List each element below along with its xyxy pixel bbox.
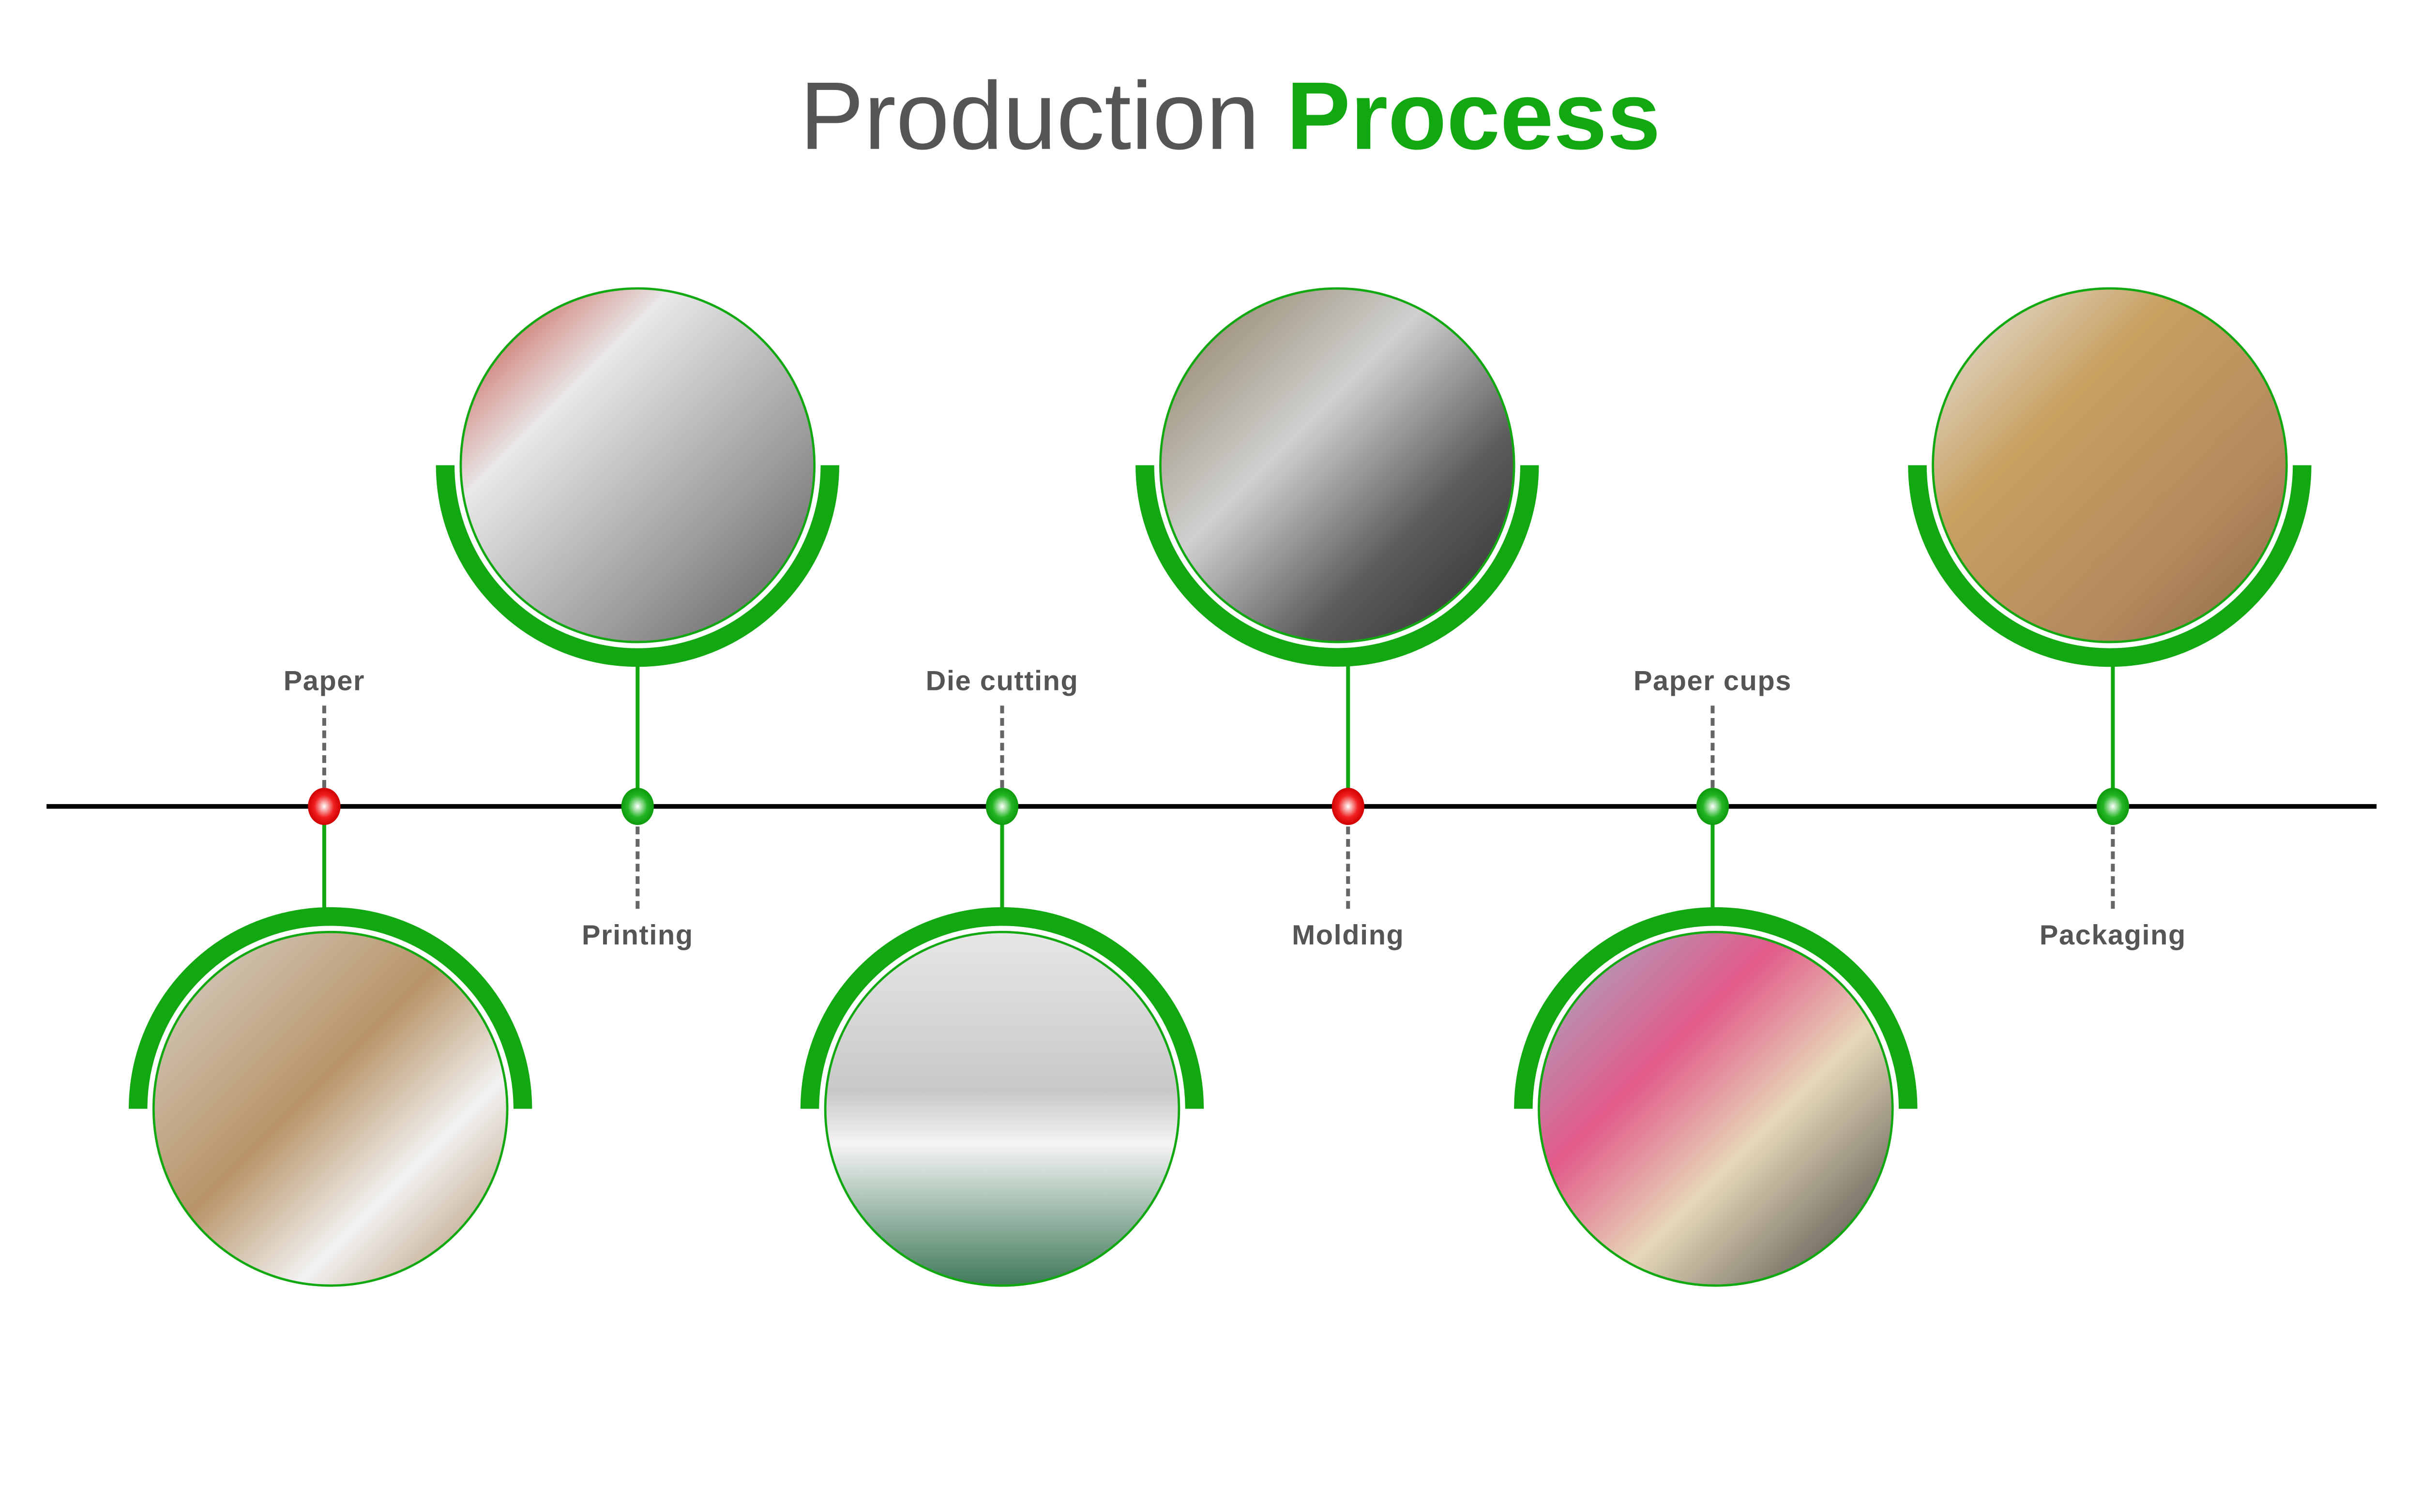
step-molding: Molding xyxy=(1135,287,1539,951)
step-die-cutting: Die cutting xyxy=(800,665,1204,1287)
green-arc xyxy=(436,465,839,667)
green-node-dot xyxy=(2096,788,2130,825)
step-paper-cups: Paper cups xyxy=(1514,665,1918,1287)
red-node-dot xyxy=(1331,788,1364,825)
photo-paper-rolls-warehouse xyxy=(152,930,509,1287)
green-arc xyxy=(129,907,532,1109)
step-label: Paper xyxy=(284,665,365,696)
step-label: Printing xyxy=(582,920,694,951)
green-node-dot xyxy=(621,788,654,825)
green-arc xyxy=(800,907,1204,1109)
step-label: Molding xyxy=(1292,920,1404,951)
green-node-dot xyxy=(985,788,1019,825)
green-arc xyxy=(1908,465,2312,667)
green-node-dot xyxy=(1696,788,1729,825)
step-label: Packaging xyxy=(2040,920,2186,951)
step-label: Paper cups xyxy=(1634,665,1792,696)
step-paper: Paper xyxy=(129,665,532,1287)
title-part-1: Production xyxy=(800,62,1259,170)
photo-printing-machine xyxy=(459,287,816,644)
step-printing: Printing xyxy=(436,287,839,951)
photo-die-cutting-machine xyxy=(824,930,1180,1287)
step-packaging: Packaging xyxy=(1908,287,2312,951)
red-node-dot xyxy=(308,788,341,825)
photo-cup-molding-machine xyxy=(1159,287,1515,644)
photo-paper-cups xyxy=(1538,930,1894,1287)
photo-carton-boxes xyxy=(1932,287,2288,644)
title-part-2: Process xyxy=(1286,62,1661,170)
green-arc xyxy=(1514,907,1918,1109)
page-title: Production Process xyxy=(800,62,1660,170)
step-label: Die cutting xyxy=(926,665,1079,696)
green-arc xyxy=(1135,465,1539,667)
